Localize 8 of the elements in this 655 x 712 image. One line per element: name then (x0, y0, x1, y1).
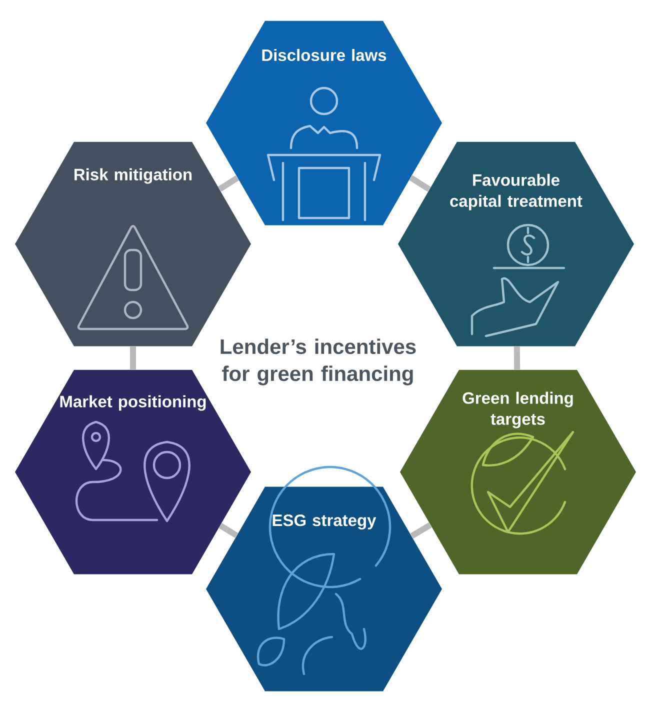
connector-bar (218, 175, 240, 192)
hexagon-box: ESG strategy (206, 486, 442, 692)
connector-bar (514, 346, 520, 370)
hexagon-box: Disclosure laws (206, 20, 442, 226)
connector-bar (130, 346, 136, 370)
connector-bar (218, 522, 238, 538)
connector-bar (410, 522, 432, 539)
connector-bar (409, 175, 431, 192)
